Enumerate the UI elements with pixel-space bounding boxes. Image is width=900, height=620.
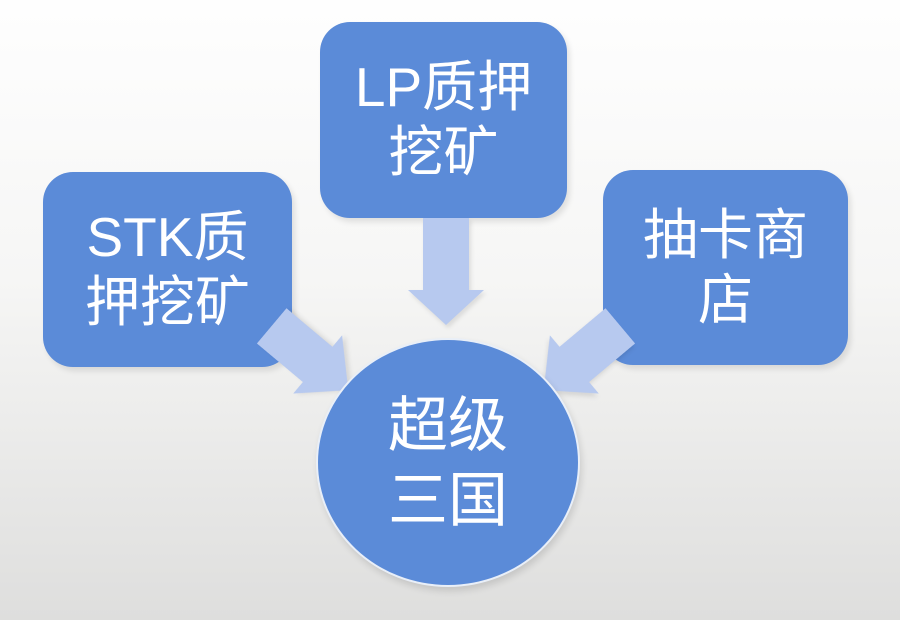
arrow-lp-to-center-icon — [408, 218, 484, 325]
node-super-three-kingdoms: 超级 三国 — [316, 338, 580, 587]
arrow-stk-to-center-icon — [247, 297, 372, 419]
node-stk-staking-mining: STK质 押挖矿 — [43, 172, 292, 367]
node-card-draw-shop: 抽卡商 店 — [603, 170, 848, 365]
node-lp-staking-mining: LP质押 挖矿 — [320, 22, 567, 218]
arrow-shop-to-center-icon — [519, 297, 644, 419]
